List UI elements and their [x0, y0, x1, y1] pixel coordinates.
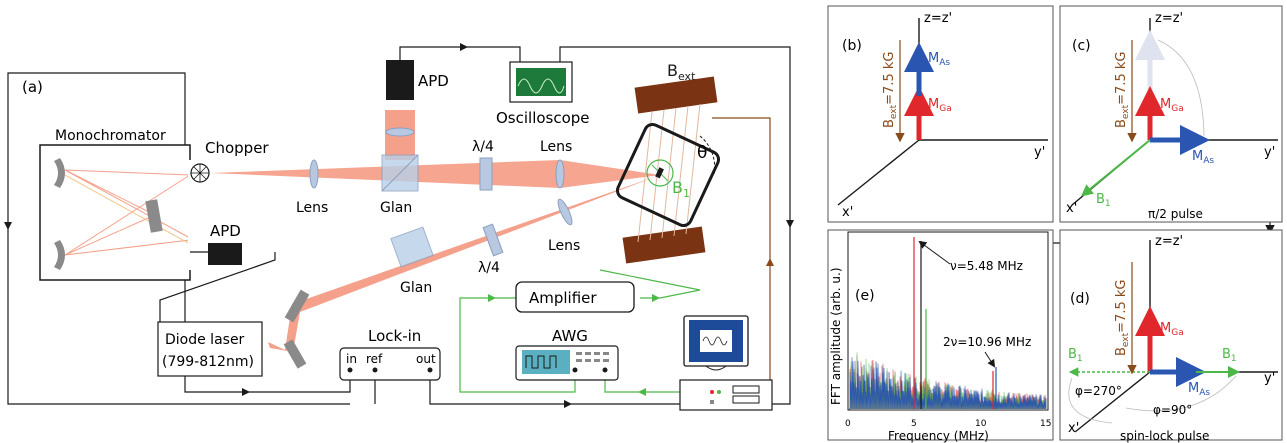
lockin-box: [339, 347, 441, 381]
sample-holder: [615, 122, 721, 228]
wire-apd-to-lockin: [159, 252, 276, 330]
monochromator-label: Monochromator: [55, 128, 166, 144]
apd-side-label: APD: [210, 222, 241, 240]
lens-left-label: Lens: [296, 200, 328, 216]
b1-label: B1: [672, 178, 690, 200]
panel-c-label: (c): [1072, 38, 1091, 54]
amplifier-box: [515, 281, 635, 313]
c-b1-arrow: [1080, 139, 1151, 197]
glan-lower-label: Glan: [400, 280, 432, 296]
lockin-in: in: [346, 352, 357, 366]
mirror-steer-1: [284, 289, 310, 323]
diode-laser-label: Diode laser: [165, 332, 245, 348]
lockin-out: out: [416, 352, 436, 366]
panel-e-label: (e): [855, 288, 875, 304]
e-tick-5: 5: [911, 419, 917, 429]
chopper-label: Chopper: [205, 139, 269, 157]
mirror-upper: [54, 158, 65, 188]
diode-range-label: (799-812nm): [162, 354, 254, 370]
c-caption: π/2 pulse: [1148, 207, 1203, 221]
e-xlabel: Frequency (MHz): [888, 429, 989, 443]
lockin-label: Lock-in: [368, 327, 421, 345]
oscilloscope-label: Oscilloscope: [496, 109, 590, 127]
coil: [646, 159, 674, 187]
wire-rf: [459, 297, 576, 393]
panel-b-label: (b): [842, 38, 862, 54]
c-axis-x: x': [1066, 201, 1077, 216]
apd-side: [208, 243, 242, 265]
diode-laser-box: [157, 321, 263, 377]
d-phi270: φ=270°: [1075, 384, 1122, 398]
d-m-ga-label: MGa: [1160, 321, 1184, 338]
b-field-label: Bext=7.5 kG: [882, 52, 899, 128]
e-ylabel: FFT amplitude (arb. u.): [829, 267, 843, 405]
c-axis-z: z=z': [1155, 11, 1183, 26]
lens-right-label: Lens: [540, 139, 572, 155]
grating: [145, 199, 163, 233]
mirror-lower: [54, 240, 65, 270]
d-b1-right-label: B1: [1222, 347, 1237, 364]
mirror-steer-2: [283, 339, 307, 369]
sample: [655, 167, 664, 179]
fft-series-2: [849, 357, 1047, 410]
awg-label: AWG: [552, 327, 588, 345]
lambda4-top-label: λ/4: [472, 139, 494, 155]
e-tick-15: 15: [1040, 419, 1051, 429]
b-axis-y: y': [1034, 145, 1045, 160]
magnet-top: [634, 76, 718, 114]
lambda4-lower-label: λ/4: [478, 260, 500, 276]
c-axis-y: y': [1264, 145, 1275, 160]
c-m-ga-label: MGa: [1160, 97, 1184, 114]
waveplate-top: [479, 157, 493, 191]
panel-e: (e) FFT amplitude (arb. u.) Frequency (M…: [827, 229, 1054, 443]
panel-c: (c) z=z' y' x' MGa MAs B1 Bext=7.5 kG π/…: [1059, 5, 1283, 223]
panel-a-label: (a): [22, 78, 43, 96]
panel-d: (d) z=z' y' x' MGa MAs B1 B1 φ=270° φ=90…: [1059, 229, 1283, 443]
glan-top-label: Glan: [380, 200, 412, 216]
d-m-as-label: MAs: [1188, 381, 1210, 398]
monochromator-rays: [64, 169, 191, 256]
e-tick-0: 0: [845, 419, 851, 429]
wire-arrow-down: [4, 222, 12, 230]
amplifier-label: Amplifier: [529, 289, 597, 307]
laser-beam-main: [210, 160, 660, 188]
fft-spectrum: [849, 237, 1047, 410]
d-field-label: Bext=7.5 kG: [1114, 280, 1131, 356]
waveplate-lower: [482, 223, 504, 257]
c-field-label: Bext=7.5 kG: [1114, 52, 1131, 128]
b-axis-z: z=z': [924, 11, 952, 26]
lens-left: [309, 159, 319, 189]
theta-label: θ: [697, 143, 707, 163]
panel-b: (b) z=z' y' x' MAs MGa Bext=7.5 kG: [827, 5, 1054, 223]
e-annotation-nu: ν=5.48 MHz: [950, 259, 1023, 273]
d-b1-left-label: B1: [1068, 347, 1083, 364]
e-tick-10: 10: [975, 419, 987, 429]
magnet-bottom: [622, 226, 706, 264]
panel-d-label: (d): [1070, 291, 1090, 307]
lockin-ref: ref: [366, 352, 383, 366]
bext-label: Bext: [667, 61, 696, 83]
setup-panel: (a) Monochromator Chopper: [4, 43, 794, 411]
b-axis-x: x': [842, 205, 853, 220]
d-axis-y: y': [1264, 371, 1275, 386]
computer-case: [679, 379, 773, 411]
d-caption: spin-lock pulse: [1120, 429, 1209, 443]
e-annotation-2nu: 2ν=10.96 MHz: [943, 335, 1031, 349]
apd-top: [386, 60, 414, 100]
lens-lower: [557, 198, 573, 226]
glan-lower: [390, 226, 434, 268]
c-b1-label: B1: [1096, 192, 1111, 209]
d-axis-z: z=z': [1155, 234, 1183, 249]
b-m-ga-label: MGa: [928, 97, 952, 114]
lens-lower-label: Lens: [548, 238, 580, 254]
c-m-as-label: MAs: [1192, 149, 1214, 166]
lens-right: [555, 159, 565, 189]
apd-top-label: APD: [418, 72, 449, 90]
d-phi90: φ=90°: [1153, 403, 1192, 417]
d-axis-x: x': [1068, 421, 1079, 436]
monochromator-box: [39, 144, 191, 281]
b-m-as-label: MAs: [928, 51, 950, 68]
